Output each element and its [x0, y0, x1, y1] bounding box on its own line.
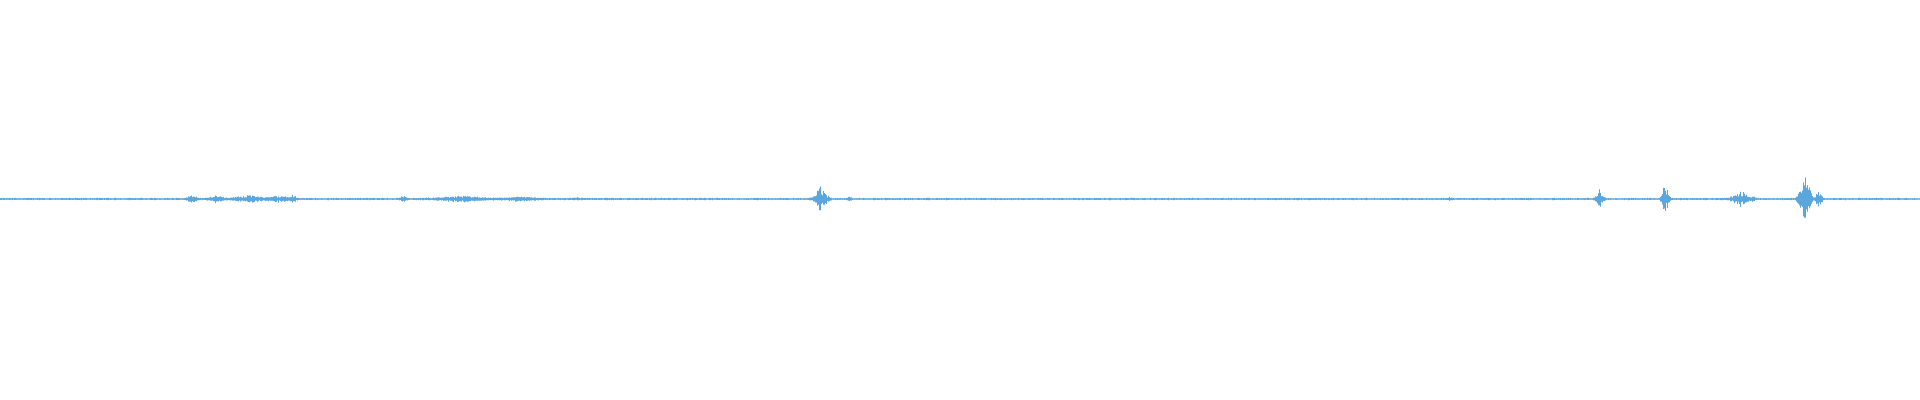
waveform-path: [0, 177, 1920, 218]
waveform-bars: [0, 177, 1920, 218]
